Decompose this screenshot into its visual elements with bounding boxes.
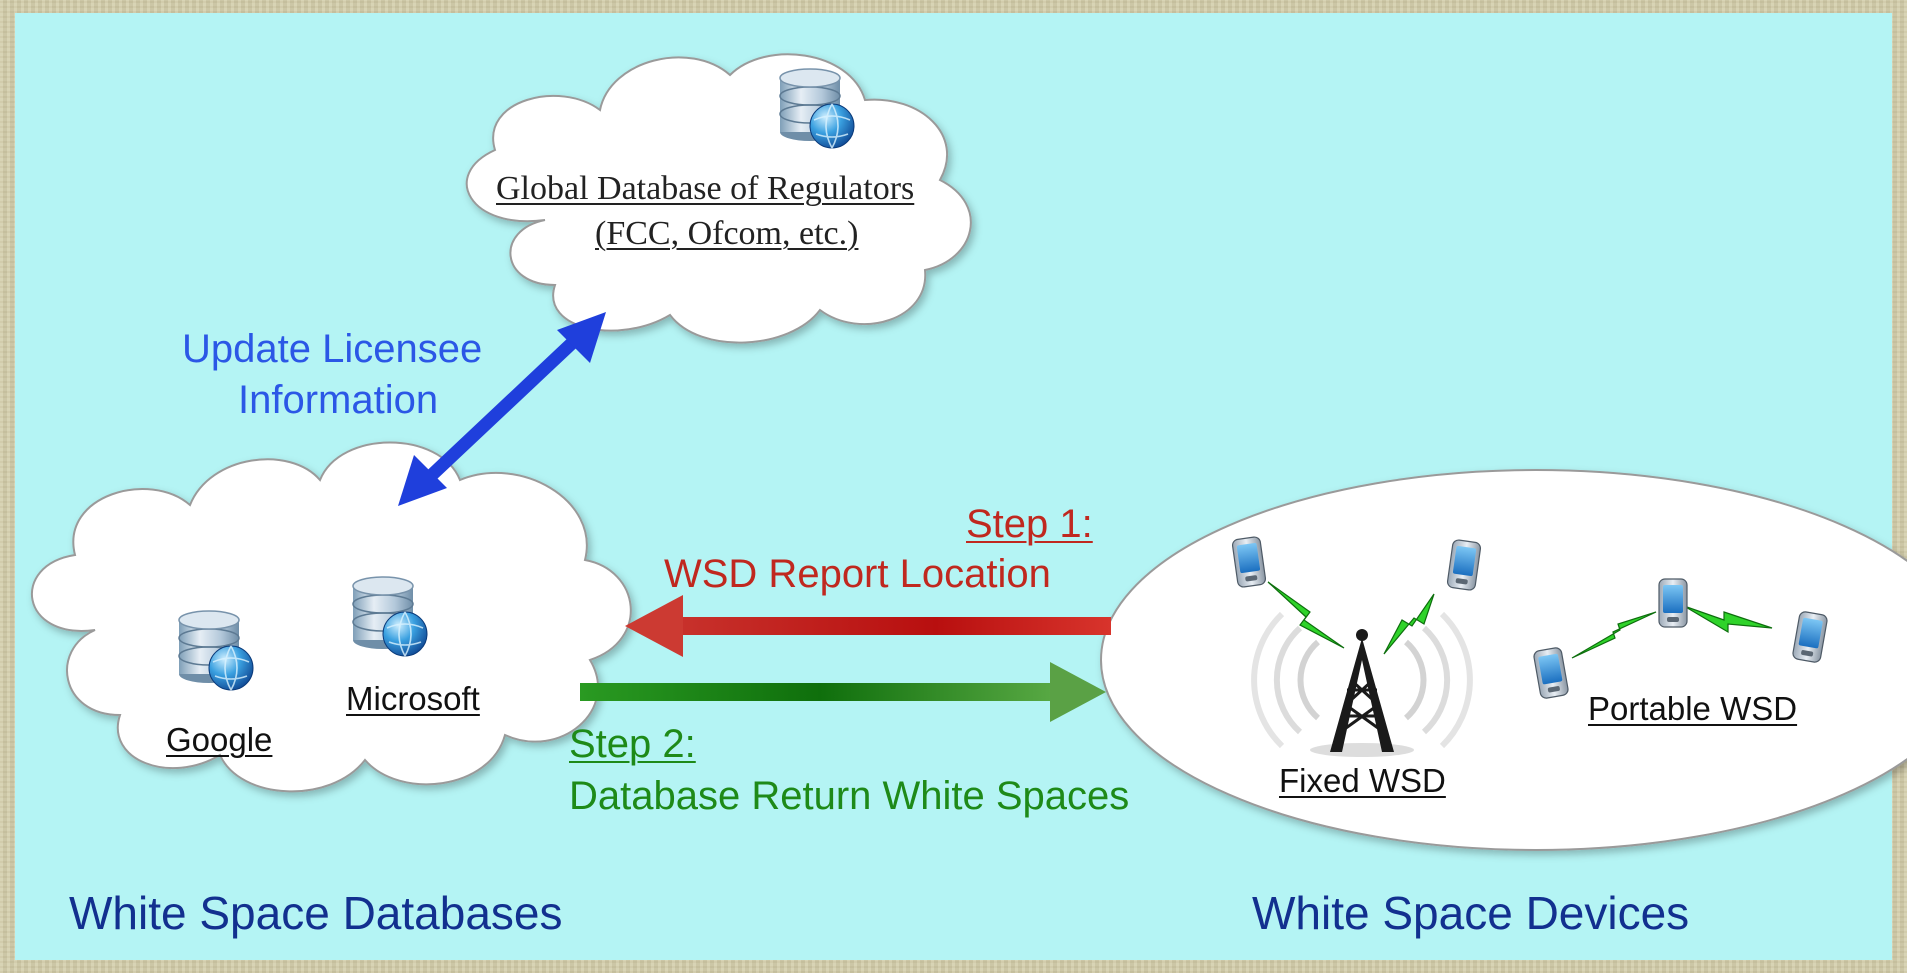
regulators-title-line1: Global Database of Regulators <box>496 170 915 207</box>
radio-tower-icon <box>1251 611 1473 757</box>
google-label: Google <box>166 721 273 758</box>
step1-arrow <box>625 595 1111 657</box>
white-space-databases-label: White Space Databases <box>69 887 563 939</box>
fixed-wsd-label: Fixed WSD <box>1279 762 1446 799</box>
step2-arrow <box>580 662 1106 722</box>
fixed-client-device-right-icon <box>1446 538 1482 592</box>
microsoft-label: Microsoft <box>346 680 480 717</box>
step1-text: WSD Report Location <box>664 552 1051 596</box>
step2-title: Step 2: <box>569 722 696 766</box>
devices-ellipse <box>1100 469 1907 851</box>
step2-text: Database Return White Spaces <box>569 774 1130 818</box>
update-arrow <box>398 312 606 506</box>
fixed-client-device-left-icon <box>1231 535 1267 589</box>
portable-wsd-label: Portable WSD <box>1588 690 1798 727</box>
update-licensee-line2: Information <box>238 378 439 422</box>
update-licensee-line1: Update Licensee <box>182 327 483 371</box>
regulators-title-line2: (FCC, Ofcom, etc.) <box>595 215 859 252</box>
databases-cloud <box>30 441 632 793</box>
step1-title: Step 1: <box>966 502 1093 546</box>
white-space-devices-label: White Space Devices <box>1252 887 1690 939</box>
portable-device-center-icon <box>1658 578 1688 628</box>
lightning-links <box>1267 581 1773 659</box>
